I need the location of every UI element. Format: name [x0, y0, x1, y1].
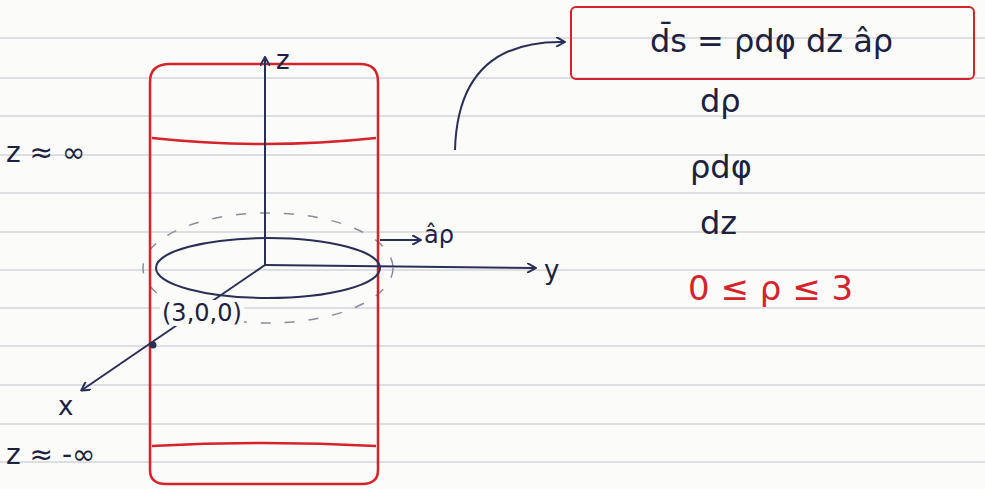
limit-note: z ≈ ∞	[6, 138, 85, 169]
formula-text: d̄s = ρdφ dz âρ	[650, 24, 963, 59]
circle-ellipse	[156, 238, 380, 298]
differential-length: ρdφ	[690, 150, 752, 185]
axis-label: y	[544, 256, 559, 285]
axis-label: x	[58, 392, 73, 421]
limit-note: z ≈ -∞	[6, 440, 95, 471]
differential-length: dρ	[700, 84, 741, 119]
differential-length: dz	[700, 206, 737, 241]
point-dot	[150, 342, 157, 349]
ruled-lines	[0, 38, 985, 462]
axes	[82, 42, 564, 390]
axis-label: z	[276, 46, 290, 75]
range-note: 0 ≤ ρ ≤ 3	[688, 270, 853, 307]
formula-box: d̄s = ρdφ dz âρ	[570, 6, 975, 80]
unit-vector-label: âρ	[424, 222, 454, 248]
point-label: (3,0,0)	[160, 300, 244, 326]
